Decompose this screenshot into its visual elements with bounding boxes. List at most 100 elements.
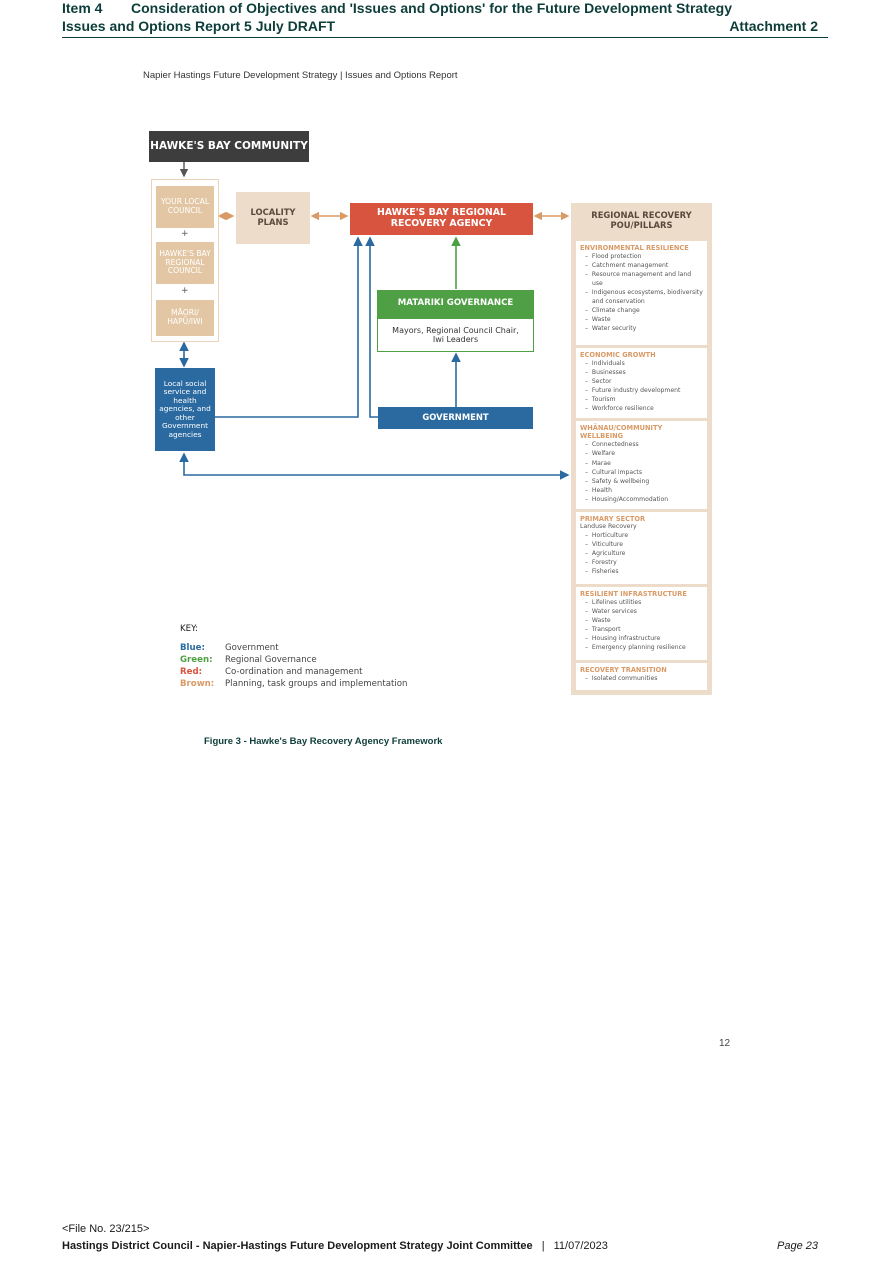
pillar-item: – Water services xyxy=(580,607,703,616)
item-label: Item 4 xyxy=(62,0,103,16)
pillar-item-text: Horticulture xyxy=(591,532,629,540)
bullet-dash: – xyxy=(585,486,592,494)
bullet-dash: – xyxy=(585,477,592,485)
pillar-item-text: Forestry xyxy=(591,559,617,567)
pillar-item: – Housing/Accommodation xyxy=(580,495,703,504)
bullet-dash: – xyxy=(585,644,592,652)
pillar-item-text: Resource management and land use xyxy=(591,271,692,288)
key-label: Brown: xyxy=(180,679,215,689)
pillar-item-text: Catchment management xyxy=(591,262,669,270)
pillar-item: – Health xyxy=(580,486,703,495)
pillar-item-text: Emergency planning resilience xyxy=(591,644,686,652)
pillar-item-text: Individuals xyxy=(591,360,625,368)
local-agency-arrow xyxy=(215,236,363,418)
report-line: Issues and Options Report 5 July DRAFT xyxy=(62,18,336,34)
pillar-item-text: Safety & wellbeing xyxy=(591,477,650,485)
key-text: Regional Governance xyxy=(225,655,317,665)
council-group-frame xyxy=(151,179,219,342)
bullet-dash: – xyxy=(585,608,592,616)
bullet-dash: – xyxy=(585,559,592,567)
footer-line: Hastings District Council - Napier-Hasti… xyxy=(62,1240,608,1252)
matariki-members-box: Mayors, Regional Council Chair, Iwi Lead… xyxy=(377,318,534,352)
bullet-dash: – xyxy=(585,441,592,449)
pillar-item: – Housing infrastructure xyxy=(580,634,703,643)
pillars-title: REGIONAL RECOVERY POU/PILLARS xyxy=(591,209,692,230)
pillar-item: – Lifelines utilities xyxy=(580,598,703,607)
pillar-item: – Climate change xyxy=(580,306,703,315)
pillar-item-text: Waste xyxy=(591,316,611,324)
bullet-dash: – xyxy=(585,289,592,297)
key-label: Red: xyxy=(180,667,203,677)
pillar-item: – Forestry xyxy=(580,558,703,567)
bullet-dash: – xyxy=(585,626,592,634)
pillar-item-text: Transport xyxy=(591,626,621,634)
pillar-item: – Viticulture xyxy=(580,540,703,549)
key-label: Blue: xyxy=(180,643,205,653)
plus-sign: + xyxy=(181,229,189,239)
pillar-item: – Connectedness xyxy=(580,440,703,449)
pillar-subtitle: Landuse Recovery xyxy=(580,523,637,531)
pillar-item: – Water security xyxy=(580,324,703,333)
pillar-item-text: Agriculture xyxy=(591,550,626,558)
bullet-dash: – xyxy=(585,495,592,503)
local-pillars-arrow xyxy=(179,452,570,480)
government-box: GOVERNMENT xyxy=(378,407,533,429)
pillar-item: – Transport xyxy=(580,625,703,634)
pillar-item-text: Health xyxy=(591,486,612,494)
pillar-title: ECONOMIC GROWTH xyxy=(580,351,656,359)
community-box: HAWKE'S BAY COMMUNITY xyxy=(149,131,309,162)
bullet-dash: – xyxy=(585,405,592,413)
pillar-item-text: Lifelines utilities xyxy=(591,599,642,607)
pillar-title: WHĀNAU/COMMUNITY WELLBEING xyxy=(580,424,663,441)
file-number: <File No. 23/215> xyxy=(62,1223,150,1235)
pillar-item-text: Viticulture xyxy=(591,541,624,549)
pillar-item-text: Welfare xyxy=(591,450,616,458)
pillar-item-text: Water services xyxy=(591,608,637,616)
hb-regional-council-box: HAWKE'S BAY REGIONAL COUNCIL xyxy=(156,242,214,284)
pillar-item-text: Flood protection xyxy=(591,253,642,261)
key-text: Government xyxy=(225,643,279,653)
pillar-item: – Businesses xyxy=(580,368,703,377)
pillar-item: – Workforce resilience xyxy=(580,404,703,413)
pillar-item: – Safety & wellbeing xyxy=(580,477,703,486)
pillar-item-text: Isolated communities xyxy=(591,675,658,683)
pillar-item-text: Sector xyxy=(591,378,612,386)
bullet-dash: – xyxy=(585,325,592,333)
key-label: Green: xyxy=(180,655,213,665)
pillar-item: – Indigenous ecosystems, biodiversity an… xyxy=(580,288,703,306)
pillar-card: ENVIRONMENTAL RESILIENCE– Flood protecti… xyxy=(576,241,707,345)
pillar-card: ECONOMIC GROWTH – Individuals– Businesses… xyxy=(576,348,707,418)
key-title: KEY: xyxy=(180,624,199,634)
government-agency-arrow xyxy=(365,236,379,418)
pillar-title: RESILIENT INFRASTRUCTURE xyxy=(580,590,687,598)
pillar-item-text: Marae xyxy=(591,459,611,467)
pillar-item: – Horticulture xyxy=(580,531,703,540)
bullet-dash: – xyxy=(585,378,592,386)
pillar-item: – Fisheries xyxy=(580,567,703,576)
pillar-item-text: Fisheries xyxy=(591,568,619,576)
bullet-dash: – xyxy=(585,468,592,476)
pillar-item-text: Waste xyxy=(591,617,611,625)
pillar-item: – Marae xyxy=(580,459,703,468)
pillar-card: RECOVERY TRANSITION– Isolated communitie… xyxy=(576,663,707,690)
pillar-item: – Isolated communities xyxy=(580,674,703,683)
pillar-item: – Waste xyxy=(580,315,703,324)
bullet-dash: – xyxy=(585,541,592,549)
plus-sign: + xyxy=(181,286,189,296)
pillar-item-text: Cultural impacts xyxy=(591,468,642,476)
attachment-label: Attachment 2 xyxy=(729,18,818,34)
item-title: Consideration of Objectives and 'Issues … xyxy=(131,0,732,16)
bullet-dash: – xyxy=(585,635,592,643)
pillar-item: – Catchment management xyxy=(580,261,703,270)
pillar-item-text: Water security xyxy=(591,325,637,333)
page-number: Page 23 xyxy=(777,1240,818,1252)
diagram-connectors xyxy=(179,162,570,480)
pillar-card: WHĀNAU/COMMUNITY WELLBEING– Connectednes… xyxy=(576,421,707,509)
bullet-dash: – xyxy=(585,369,592,377)
footer-committee: Hastings District Council - Napier-Hasti… xyxy=(62,1240,533,1252)
key-text: Co-ordination and management xyxy=(225,667,363,677)
pillar-item: – Tourism xyxy=(580,395,703,404)
pillar-item: – Emergency planning resilience xyxy=(580,643,703,652)
bullet-dash: – xyxy=(585,459,592,467)
bullet-dash: – xyxy=(585,568,592,576)
